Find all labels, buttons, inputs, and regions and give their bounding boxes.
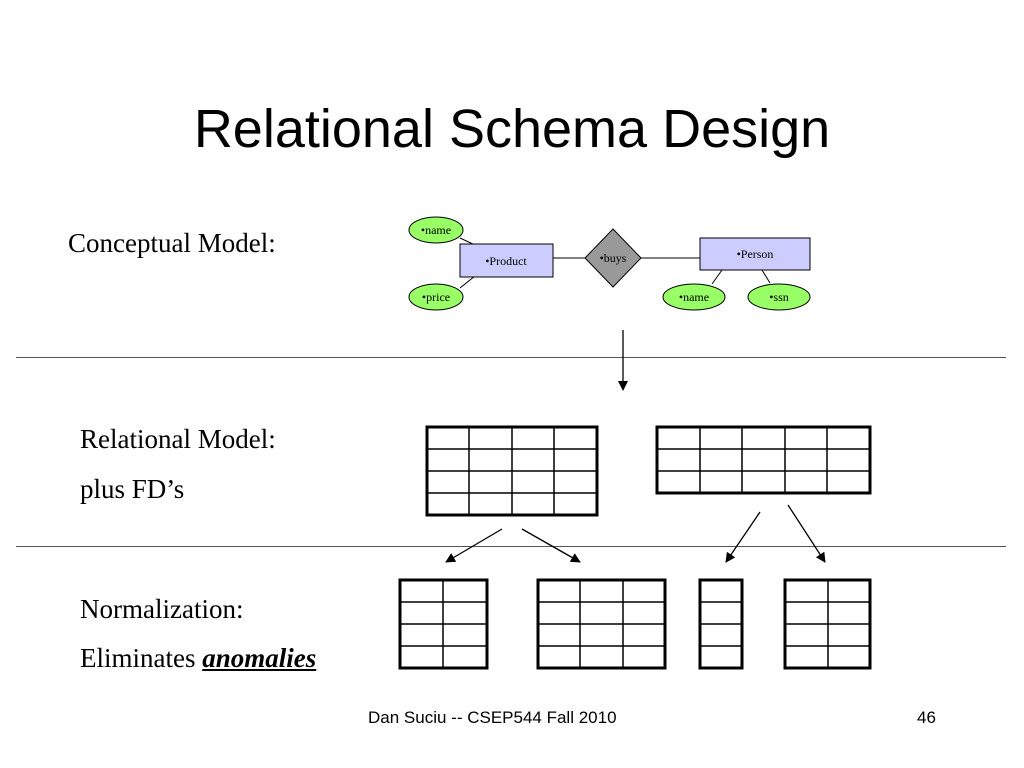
normalized-table-c [698,578,744,670]
attribute-ssn: •ssn [769,290,789,304]
footer-text: Dan Suciu -- CSEP544 Fall 2010 [368,708,617,727]
relationship-buys-diamond [584,228,642,288]
anomalies-text: anomalies [202,643,317,673]
normalization-label: Normalization: [80,594,244,624]
attribute-name-person: •name [679,290,709,304]
eliminates-anomalies-label: Eliminates anomalies [80,643,316,674]
eliminates-text: Eliminates [80,643,203,673]
attribute-name-product-ellipse [408,216,464,244]
relational-model-label: Relational Model: [80,424,276,454]
entity-person-box [699,237,811,271]
attribute-price: •price [422,290,450,304]
attribute-name-person-ellipse [662,283,726,311]
relational-table-2 [655,425,872,495]
normalized-table-a [398,578,489,670]
normalized-table-b [536,578,667,670]
entity-product-box [459,243,554,278]
entity-product: •Product [485,254,527,268]
plus-fds-label: plus FD’s [80,474,185,504]
entity-person: •Person [737,247,774,261]
divider-top [16,357,1006,358]
divider-bottom [16,546,1006,547]
normalization-arrows [445,504,826,563]
attribute-price-ellipse [408,283,464,311]
attribute-ssn-ellipse [747,283,811,311]
attribute-name-product: •name [421,223,451,237]
er-connectors [459,237,771,289]
normalized-table-d [783,578,872,670]
relational-table-1 [425,425,599,517]
page-number: 46 [917,708,936,727]
conceptual-model-label: Conceptual Model: [68,228,276,258]
slide-title: Relational Schema Design [193,99,831,159]
relationship-buys: •buys [600,251,627,265]
